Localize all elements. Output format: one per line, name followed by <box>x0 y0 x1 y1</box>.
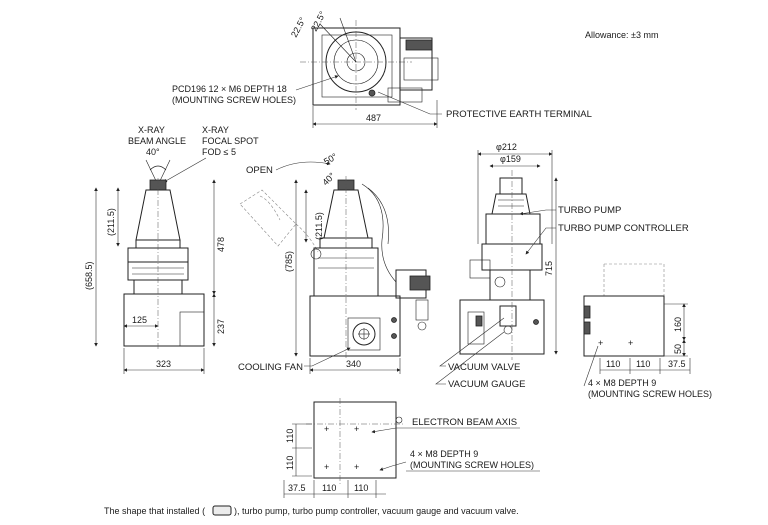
vacuum-gauge <box>503 325 513 335</box>
side-view: OPEN 50° 40° (785) <box>238 151 431 374</box>
dia-159: φ159 <box>500 154 521 164</box>
svg-text:+: + <box>324 424 329 434</box>
electron-beam-axis-label: ELECTRON BEAM AXIS <box>412 417 517 428</box>
turbo-pump <box>491 193 531 215</box>
svg-text:+: + <box>324 462 329 472</box>
front-dim-237: 237 <box>216 319 226 334</box>
footer-note-end: ), turbo pump, turbo pump controller, va… <box>234 506 519 516</box>
front-dim-323: 323 <box>156 359 171 369</box>
bottom-dim-110h-a: 110 <box>322 483 336 493</box>
angle-40: 40° <box>320 170 337 187</box>
base-side-body <box>583 295 665 357</box>
turbo-pump-controller-label: TURBO PUMP CONTROLLER <box>558 223 689 234</box>
focal-spot-label-2: FOCAL SPOT <box>202 136 259 146</box>
side-dim-785: (785) <box>284 251 294 272</box>
cooling-fan <box>347 317 381 351</box>
beam-angle-value: 40° <box>146 147 160 157</box>
angle-50: 50° <box>322 151 339 167</box>
bottom-dim-37-5: 37.5 <box>288 483 306 493</box>
base-dim-110b: 110 <box>636 359 650 369</box>
top-width-dim: 487 <box>366 113 381 123</box>
installed-shape-swatch <box>212 505 232 516</box>
base-dim-110a: 110 <box>606 359 620 369</box>
side-dim-211: (211.5) <box>314 212 324 240</box>
bottom-dim-110v-b: 110 <box>285 456 295 470</box>
front-dim-125: 125 <box>132 315 147 325</box>
open-position-head <box>239 189 297 247</box>
front-dim-478: 478 <box>216 237 226 252</box>
svg-text:+: + <box>354 424 359 434</box>
base-side-detail: + + 160 50 110 110 37.5 4 × M8 DEPTH 9 (… <box>583 263 712 399</box>
dia-212: φ212 <box>496 142 517 152</box>
beam-angle-label-1: X-RAY <box>138 125 165 135</box>
front-dim-211: (211.5) <box>106 208 116 236</box>
rear-view-base <box>459 299 545 355</box>
svg-text:+: + <box>598 338 603 348</box>
open-label: OPEN <box>246 165 273 176</box>
vacuum-valve-label: VACUUM VALVE <box>448 362 520 373</box>
front-view: X-RAY BEAM ANGLE 40° X-RAY FOCAL SPOT FO… <box>84 125 259 374</box>
side-view-cable <box>361 183 397 283</box>
beam-angle-label-2: BEAM ANGLE <box>128 136 186 146</box>
bottom-dim-110v-a: 110 <box>285 429 295 443</box>
base-dim-50: 50 <box>673 344 683 354</box>
fod-value: FOD ≤ 5 <box>202 147 236 157</box>
turbo-pump-label: TURBO PUMP <box>558 205 621 216</box>
vacuum-valve <box>499 305 517 327</box>
svg-text:+: + <box>354 462 359 472</box>
vacuum-gauge-label: VACUUM GAUGE <box>448 379 525 390</box>
base-dim-160: 160 <box>673 317 683 332</box>
front-dim-658: (658.5) <box>84 261 94 290</box>
base-dim-37-5: 37.5 <box>668 359 686 369</box>
bottom-screw-spec: 4 × M8 DEPTH 9 <box>410 449 478 459</box>
svg-text:+: + <box>628 338 633 348</box>
focal-spot-label-1: X-RAY <box>202 125 229 135</box>
footer-note: The shape that installed ( ), turbo pump… <box>104 505 519 516</box>
bottom-screw-note: (MOUNTING SCREW HOLES) <box>410 460 534 470</box>
top-view: 22.5° 22.5° PCD196 12 × M6 DEPTH 18 (MOU… <box>172 9 592 128</box>
side-dim-340: 340 <box>346 359 361 369</box>
rear-view: φ212 φ159 TURBO PUMP TURBO PUMP CONTROLL… <box>435 142 689 390</box>
pcd-spec: PCD196 12 × M6 DEPTH 18 <box>172 84 287 94</box>
side-view-base <box>309 295 401 357</box>
top-view-controller <box>399 37 433 91</box>
base-screw-note: (MOUNTING SCREW HOLES) <box>588 389 712 399</box>
rear-dim-715: 715 <box>544 261 554 276</box>
pcd-note: (MOUNTING SCREW HOLES) <box>172 95 296 105</box>
bottom-view: + + + + 110 110 37.5 110 110 ELECTRON BE… <box>283 398 540 498</box>
angle-label-a: 22.5° <box>289 15 308 39</box>
base-screw-spec: 4 × M8 DEPTH 9 <box>588 378 656 388</box>
cooling-fan-label: COOLING FAN <box>238 362 303 373</box>
bottom-dim-110h-b: 110 <box>354 483 368 493</box>
bottom-view-body <box>313 401 397 479</box>
footer-note-start: The shape that installed ( <box>104 506 205 516</box>
protective-earth-label: PROTECTIVE EARTH TERMINAL <box>446 109 592 120</box>
allowance-note: Allowance: ±3 mm <box>585 30 658 40</box>
